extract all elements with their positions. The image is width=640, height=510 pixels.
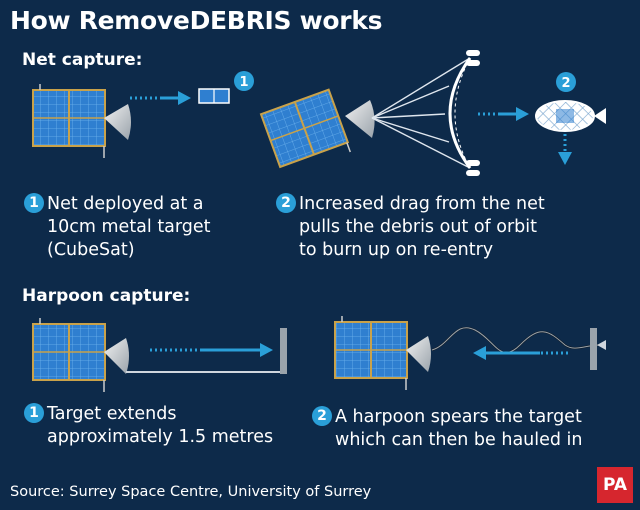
caption-line: Increased drag from the net (299, 194, 545, 214)
marker-1-circle (234, 71, 254, 91)
harpoon-tether (431, 326, 606, 370)
haul-arrow (473, 346, 568, 360)
debris-satellite-harpoon-step2 (334, 316, 431, 390)
cubesat-target (198, 88, 230, 104)
marker-1-label: 1 (239, 75, 248, 90)
netted-debris (535, 100, 606, 132)
page-title: How RemoveDEBRIS works (10, 6, 383, 35)
debris-satellite-net-step1 (32, 84, 131, 158)
caption-line: to burn up on re-entry (299, 240, 494, 260)
step-badge: 2 (276, 193, 296, 213)
caption-line: Target extends (47, 404, 177, 424)
marker-2-label: 2 (561, 76, 570, 91)
reentry-arrow (558, 134, 572, 165)
caption-line: pulls the debris out of orbit (299, 217, 537, 237)
net-capture-heading: Net capture: (22, 50, 143, 70)
marker-2-circle (556, 72, 576, 92)
caption-line: Net deployed at a (47, 194, 204, 214)
caption-line: which can then be hauled in (335, 430, 583, 450)
step-badge: 1 (24, 193, 44, 213)
caption-line: approximately 1.5 metres (47, 427, 274, 447)
target-boom (126, 328, 287, 374)
caption-line: A harpoon spears the target (335, 407, 582, 427)
source-credit: Source: Surrey Space Centre, University … (10, 484, 372, 500)
pa-logo: PA (597, 467, 633, 503)
step-badge: 2 (312, 406, 332, 426)
deployed-net (448, 50, 480, 176)
step-badge: 1 (24, 403, 44, 423)
debris-satellite-net-step2 (259, 88, 375, 169)
net-tethers (371, 57, 471, 169)
drag-arrow (478, 107, 529, 121)
caption-line: (CubeSat) (47, 240, 135, 260)
debris-satellite-harpoon-step1 (32, 318, 129, 392)
deploy-arrow (130, 91, 191, 105)
harpoon-capture-heading: Harpoon capture: (22, 286, 191, 306)
caption-line: 10cm metal target (47, 217, 211, 237)
